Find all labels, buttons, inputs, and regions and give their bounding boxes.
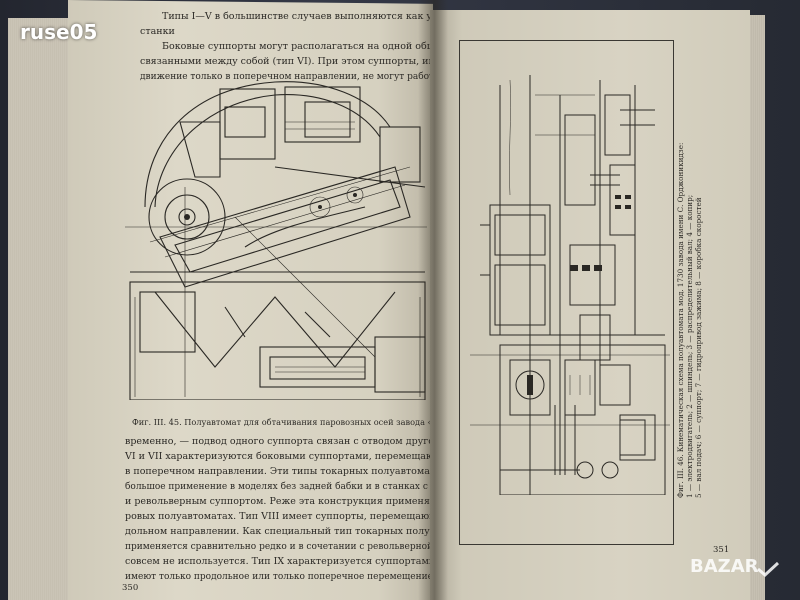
right-caption-line: Фиг. III. 46. Кинематическая схема полуа… bbox=[676, 142, 685, 498]
left-text-line: Боковые суппорты могут располагаться на … bbox=[162, 41, 517, 52]
left-text-line: дольном направлении. Как специальный тип… bbox=[125, 526, 497, 537]
left-text-line: совсем не используется. Тип IX характери… bbox=[125, 556, 484, 567]
left-text-line: Типы I—V в большинстве случаев выполняют… bbox=[162, 11, 504, 22]
kinematic-scheme-drawing bbox=[470, 75, 670, 495]
left-text-line: связанными между собой (тип VI). При это… bbox=[140, 56, 515, 67]
left-text-line: в поперечном направлении. Эти типы токар… bbox=[125, 466, 483, 477]
left-text-line: применяется сравнительно редко и в сочет… bbox=[125, 542, 480, 552]
page-edges-right bbox=[745, 15, 765, 600]
brand-watermark: BAZAR bbox=[690, 556, 759, 577]
left-page-number: 350 bbox=[122, 583, 139, 593]
right-figure-frame bbox=[459, 40, 674, 545]
right-caption-line: 1 — электродвигатель; 2 — шпиндель; 3 — … bbox=[685, 194, 694, 498]
lathe-cross-section-drawing bbox=[125, 81, 427, 400]
left-text-line: движение только в поперечном направлении… bbox=[140, 72, 478, 82]
left-text-line: имеют только продольное или только попер… bbox=[125, 572, 484, 582]
left-text-line: станки bbox=[140, 26, 175, 37]
left-text-line: большое применение в моделях без задней … bbox=[125, 482, 495, 492]
left-text-line: ровых полуавтоматах. Тип VIII имеет супп… bbox=[125, 511, 495, 522]
book-gutter bbox=[418, 0, 448, 600]
brand-check-icon bbox=[757, 561, 780, 578]
site-watermark: ruse05 bbox=[20, 20, 98, 44]
right-page-number: 351 bbox=[713, 545, 730, 555]
right-figure-caption: Фиг. III. 46. Кинематическая схема полуа… bbox=[676, 143, 703, 498]
left-text-line: временно, — подвод одного суппорта связа… bbox=[125, 436, 478, 447]
right-caption-line: 5 — вал подач; 6 — суппорт; 7 — гидропри… bbox=[694, 197, 703, 498]
left-text-line: и револьверным суппортом. Реже эта конст… bbox=[125, 496, 490, 507]
page-edges-left bbox=[8, 18, 70, 600]
left-figure-caption: Фиг. III. 45. Полуавтомат для обтачивани… bbox=[132, 417, 530, 427]
left-text-line: VI и VII характеризуются боковыми суппор… bbox=[125, 451, 475, 462]
